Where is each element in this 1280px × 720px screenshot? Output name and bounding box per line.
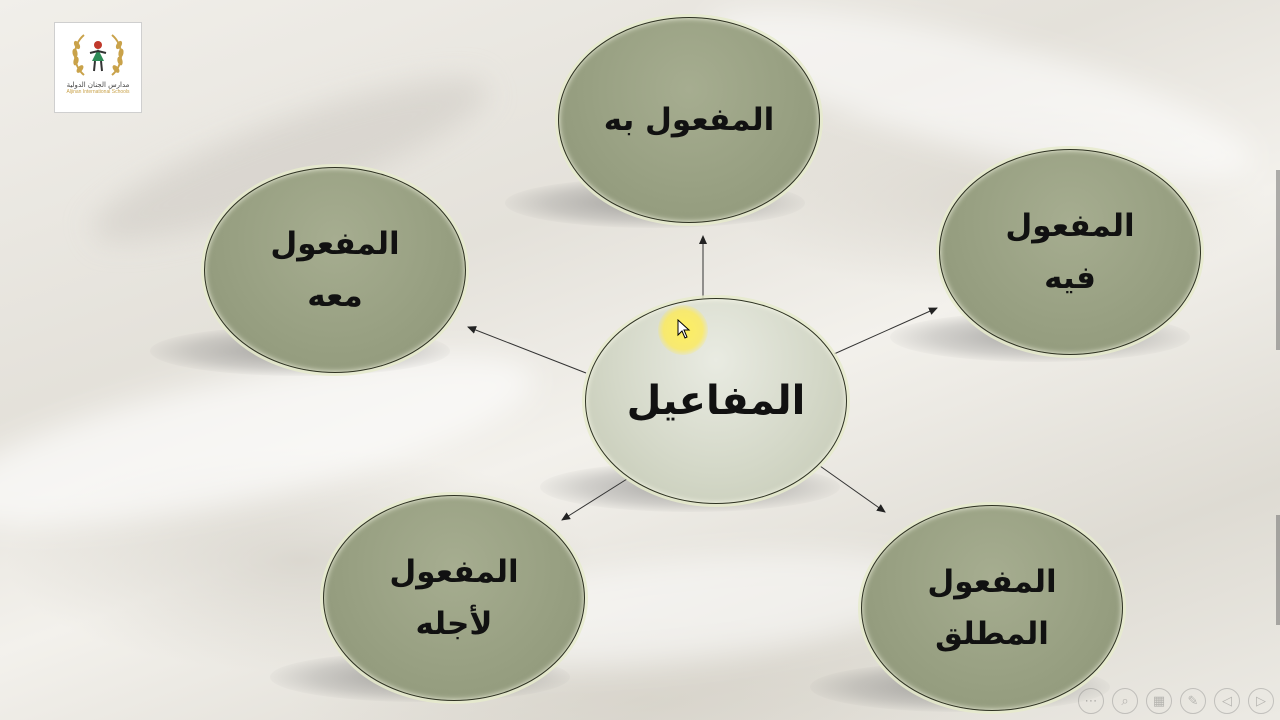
- center-label: المفاعيل: [626, 378, 806, 424]
- school-logo: مدارس الجنان الدولية Aljinan Internation…: [54, 22, 142, 113]
- node-label: المفعول معه: [270, 226, 400, 314]
- arrow-to-right: [833, 307, 938, 355]
- node-maful-liajlih: المفعول لأجله: [323, 495, 585, 701]
- node-label: المفعول به: [603, 102, 775, 138]
- node-maful-maah: المفعول معه: [204, 167, 466, 373]
- node-mafaeel-center: المفاعيل: [585, 298, 847, 504]
- node-maful-mutlaq: المفعول المطلق: [861, 505, 1123, 711]
- slideshow-toolbar: ⋯ ⌕ ▦ ✎ ◁ ▷: [1078, 688, 1274, 714]
- logo-name-english: Aljinan International Schools: [66, 89, 130, 95]
- previous-icon[interactable]: ◁: [1214, 688, 1240, 714]
- slides-icon[interactable]: ▦: [1146, 688, 1172, 714]
- menu-icon[interactable]: ⋯: [1078, 688, 1104, 714]
- node-maful-fih: المفعول فيه: [939, 149, 1201, 355]
- edge-mark: [1276, 170, 1280, 350]
- node-maful-bih: المفعول به: [558, 17, 820, 223]
- arrow-to-left: [467, 326, 587, 374]
- laurel-emblem-icon: [72, 34, 124, 76]
- arrow-to-bottom-left: [561, 478, 628, 521]
- arrow-to-bottom-right: [819, 465, 886, 513]
- next-icon[interactable]: ▷: [1248, 688, 1274, 714]
- mouse-pointer-icon: [677, 319, 691, 339]
- edge-mark: [1276, 515, 1280, 625]
- node-label: المفعول لأجله: [389, 554, 519, 642]
- logo-name-arabic: مدارس الجنان الدولية: [66, 81, 130, 89]
- zoom-icon[interactable]: ⌕: [1112, 688, 1138, 714]
- pen-icon[interactable]: ✎: [1180, 688, 1206, 714]
- node-label: المفعول فيه: [1005, 208, 1135, 296]
- node-label: المفعول المطلق: [927, 564, 1057, 652]
